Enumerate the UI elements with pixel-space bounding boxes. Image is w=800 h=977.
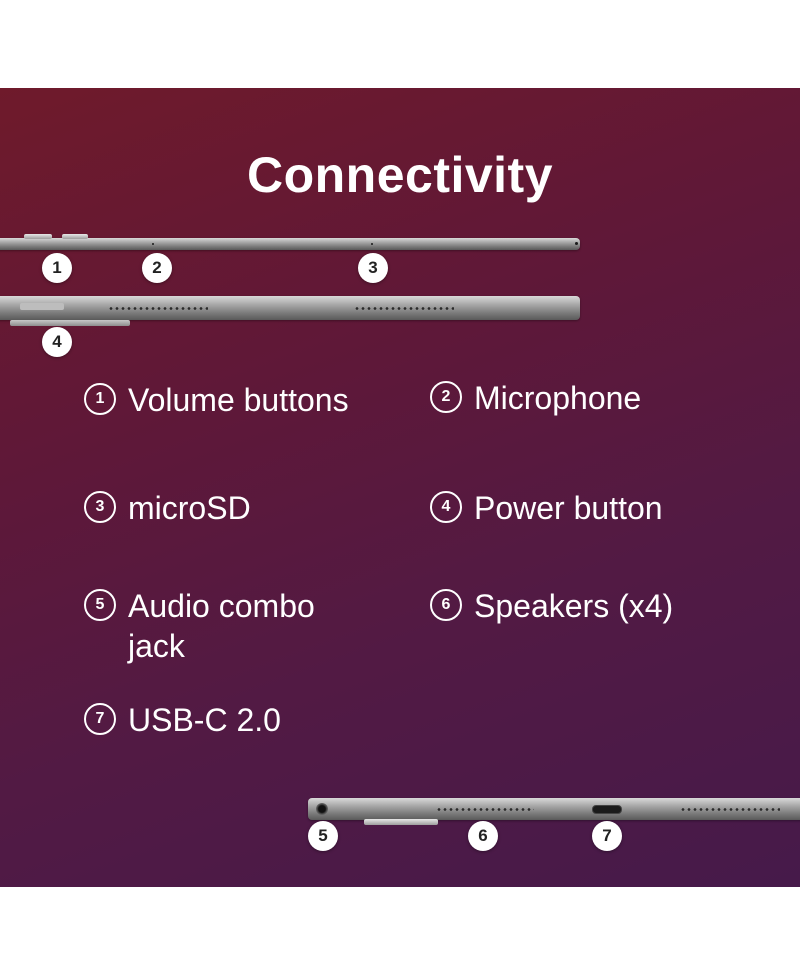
callout-2: 2 [142,253,172,283]
power-button-key [20,303,64,310]
feature-item: 1 Volume buttons [84,380,414,420]
speaker-grille-right [354,306,454,311]
number-circle-icon: 6 [430,589,462,621]
number-circle-icon: 7 [84,703,116,735]
volume-down-key [62,234,88,239]
number-circle-icon: 3 [84,491,116,523]
callout-5: 5 [308,821,338,851]
feature-label: Speakers (x4) [474,588,674,624]
feature-item: 5 Audio combo jack [84,586,384,666]
edge-pinhole [575,242,578,245]
tablet-edge-bar [0,238,580,250]
number-circle-icon: 4 [430,491,462,523]
feature-label: USB-C 2.0 [128,702,281,738]
device-reflection [364,819,438,825]
callout-1: 1 [42,253,72,283]
callout-6: 6 [468,821,498,851]
feature-label: Audio combo jack [128,588,315,664]
callout-7: 7 [592,821,622,851]
feature-label: microSD [128,490,251,526]
tablet-bottom-bar [308,798,800,820]
feature-label: Volume buttons [128,382,349,418]
tablet-side-bar [0,296,580,320]
speaker-grille-bottom-right [680,807,780,812]
usb-c-port [592,805,622,814]
feature-label: Microphone [474,380,642,416]
connectivity-panel: Connectivity 1 2 3 4 1 Volume buttons 2 … [0,88,800,887]
microsd-slot [371,243,373,245]
number-circle-icon: 2 [430,381,462,413]
speaker-grille-bottom-left [436,807,534,812]
speaker-grille-left [108,306,208,311]
feature-item: 7 USB-C 2.0 [84,700,414,740]
audio-jack [316,803,328,815]
page-title: Connectivity [246,147,554,203]
microphone-hole [152,243,154,245]
feature-item: 3 microSD [84,488,414,528]
number-circle-icon: 5 [84,589,116,621]
feature-item: 2 Microphone [430,378,760,418]
number-circle-icon: 1 [84,383,116,415]
callout-3: 3 [358,253,388,283]
volume-up-key [24,234,52,239]
feature-item: 6 Speakers (x4) [430,586,760,626]
feature-label: Power button [474,490,663,526]
feature-item: 4 Power button [430,488,760,528]
device-reflection [10,320,130,326]
callout-4: 4 [42,327,72,357]
